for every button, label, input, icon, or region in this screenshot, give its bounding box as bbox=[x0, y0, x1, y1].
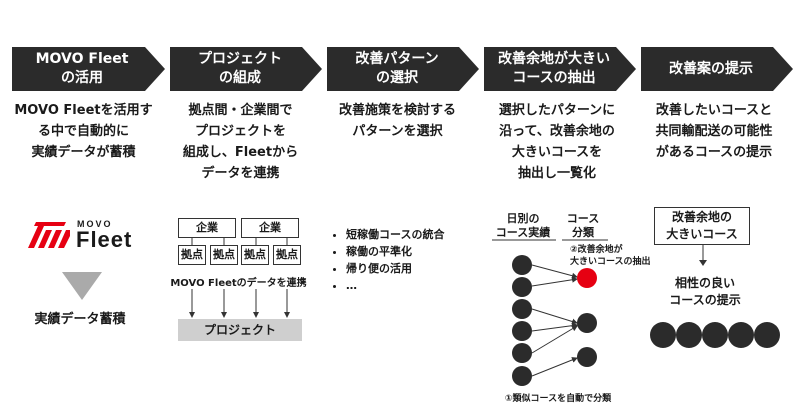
compatible-course-label: 相性の良い コースの提示 bbox=[669, 276, 741, 307]
class-node bbox=[577, 313, 597, 333]
step-desc-2: 拠点間・企業間で プロジェクトを 組成し、Fleetから データを連携 bbox=[182, 103, 299, 181]
step-label-4: 改善余地が大きい コースの抽出 bbox=[498, 51, 610, 86]
pattern-item: … bbox=[346, 277, 444, 294]
step-desc-5: 改善したいコースと 共同輸配送の可能性 があるコースの提示 bbox=[655, 103, 773, 160]
class-node bbox=[577, 347, 597, 367]
step-label-1: MOVO Fleet の活用 bbox=[35, 51, 129, 86]
logo-text-bottom: Fleet bbox=[76, 227, 133, 252]
step-chevron-5 bbox=[641, 47, 793, 91]
step-chevron-4 bbox=[484, 47, 636, 91]
course-node bbox=[512, 343, 532, 363]
proposed-course-node bbox=[728, 322, 754, 348]
step-desc-1: MOVO Fleetを活用す る中で自動的に 実績データが蓄積 bbox=[14, 103, 153, 160]
pattern-item: 稼働の平準化 bbox=[346, 243, 444, 260]
proposed-course-node bbox=[676, 322, 702, 348]
course-class-header: コース 分類 bbox=[566, 212, 600, 239]
pattern-item: 短稼働コースの統合 bbox=[346, 226, 444, 243]
step-chevrons bbox=[12, 47, 793, 91]
company-box-1: 企業 bbox=[178, 218, 236, 238]
course-node bbox=[512, 299, 532, 319]
proposed-course-node bbox=[754, 322, 780, 348]
large-room-course-box: 改善余地の 大きいコース bbox=[654, 207, 750, 245]
base-box-1: 拠点 bbox=[178, 245, 206, 265]
step-label-3: 改善パターン の選択 bbox=[355, 51, 439, 86]
base-box-4: 拠点 bbox=[273, 245, 301, 265]
step-desc-3: 改善施策を検討する パターンを選択 bbox=[338, 103, 456, 139]
step-chevron-2 bbox=[170, 47, 322, 91]
header-underlines bbox=[492, 239, 608, 241]
down-triangle-icon bbox=[62, 272, 102, 300]
highlighted-course-node bbox=[577, 268, 597, 288]
company-base-connectors bbox=[189, 238, 290, 318]
step-desc-4: 選択したパターンに 沿って、改善余地の 大きいコースを 抽出し一覧化 bbox=[498, 103, 616, 181]
proposed-course-node bbox=[650, 322, 676, 348]
classify-label: ①類似コースを自動で分類 bbox=[504, 394, 612, 404]
daily-course-header: 日別の コース実績 bbox=[495, 212, 551, 239]
col1-caption: 実績データ蓄積 bbox=[34, 312, 126, 327]
proposal-arrow bbox=[699, 245, 707, 266]
logo-text-top: MOVO bbox=[77, 219, 113, 229]
classification-arrows bbox=[531, 264, 578, 377]
step-chevron-3 bbox=[327, 47, 479, 91]
project-bar: プロジェクト bbox=[178, 319, 302, 341]
base-box-3: 拠点 bbox=[241, 245, 269, 265]
extract-label: ②改善余地が 大きいコースの抽出 bbox=[570, 245, 651, 267]
course-node bbox=[512, 255, 532, 275]
pattern-list: 短稼働コースの統合 稼働の平準化 帰り便の活用 … bbox=[332, 226, 444, 294]
course-node bbox=[512, 321, 532, 341]
course-node bbox=[512, 277, 532, 297]
step-label-2: プロジェクト の組成 bbox=[198, 51, 282, 86]
data-link-text: MOVO Fleetのデータを連携 bbox=[166, 274, 311, 289]
company-box-2: 企業 bbox=[241, 218, 299, 238]
proposed-course-node bbox=[702, 322, 728, 348]
step-label-5: 改善案の提示 bbox=[669, 61, 753, 77]
base-box-2: 拠点 bbox=[210, 245, 238, 265]
course-node bbox=[512, 366, 532, 386]
step-chevron-1 bbox=[12, 47, 165, 91]
movo-logo-mark bbox=[28, 222, 70, 248]
pattern-item: 帰り便の活用 bbox=[346, 260, 444, 277]
